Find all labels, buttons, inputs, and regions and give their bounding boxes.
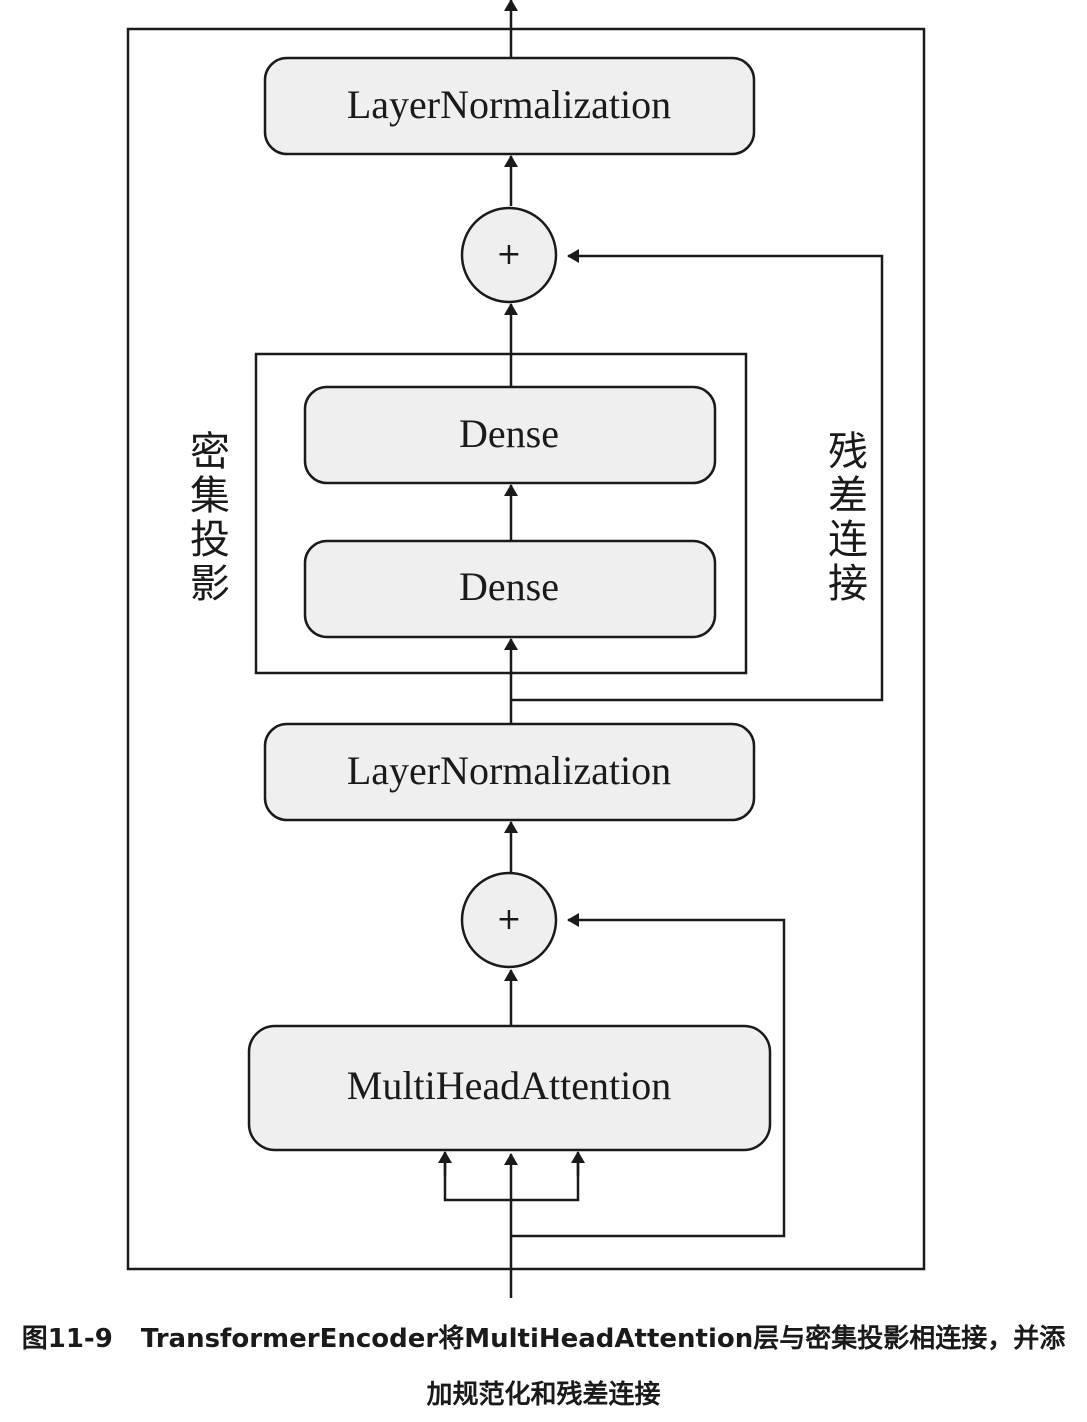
residual-connection-1: [511, 913, 786, 1238]
residual-connection-2: [511, 249, 884, 702]
dense-projection-frame: [254, 352, 748, 675]
add-top-node: +: [460, 206, 558, 304]
encoder-outer-frame: [126, 27, 926, 1271]
residual-connection-label: 残差连接: [828, 429, 868, 607]
transformer-encoder-diagram: LayerNormalization + Dense Dense LayerNo…: [126, 0, 926, 1298]
dense-top-label: Dense: [459, 411, 559, 456]
dense-top-node: Dense: [303, 385, 717, 485]
add-bottom-symbol: +: [496, 902, 521, 937]
layernorm-top-node: LayerNormalization: [263, 56, 756, 156]
mha-input-split: [443, 1154, 580, 1202]
layernorm-top-label: LayerNormalization: [347, 82, 671, 127]
dense-projection-label: 密集投影: [190, 429, 230, 607]
layernorm-bottom-node: LayerNormalization: [263, 722, 756, 822]
dense-bottom-node: Dense: [303, 539, 717, 639]
multi-head-attention-node: MultiHeadAttention: [247, 1024, 772, 1152]
dense-bottom-label: Dense: [459, 564, 559, 609]
add-top-symbol: +: [496, 237, 521, 272]
multi-head-attention-label: MultiHeadAttention: [347, 1063, 671, 1108]
layernorm-bottom-label: LayerNormalization: [347, 748, 671, 793]
figure-caption-line-2: 加规范化和残差连接: [426, 1380, 661, 1410]
figure-caption: 图11-9 TransformerEncoder将MultiHeadAttenti…: [0, 1318, 1087, 1355]
connectors: [438, 0, 884, 1298]
add-bottom-node: +: [460, 871, 558, 969]
figure-number: 图11-9: [21, 1324, 113, 1354]
caption-line-1: TransformerEncoder将MultiHeadAttention层与密…: [140, 1324, 1066, 1354]
